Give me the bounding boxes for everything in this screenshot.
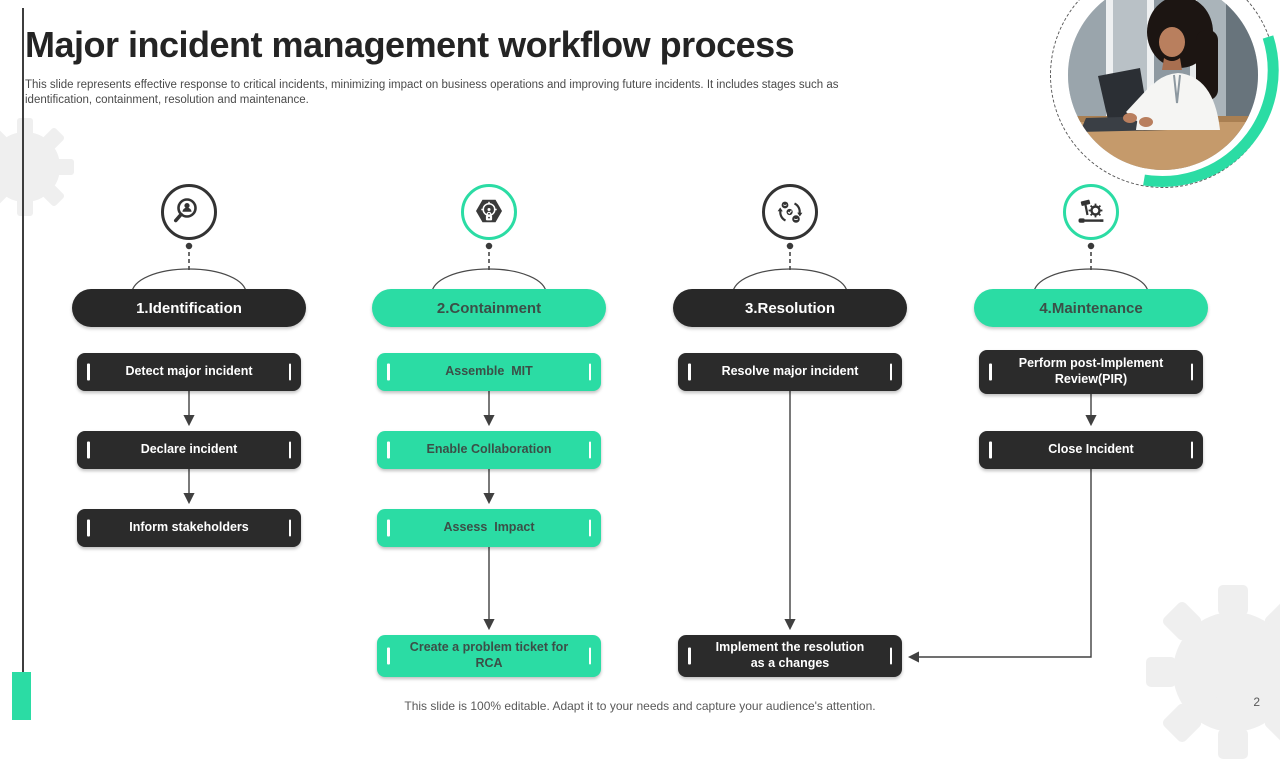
step-inform-stakeholders: Inform stakeholders bbox=[77, 509, 301, 547]
step-close-incident: Close Incident bbox=[979, 431, 1203, 469]
gear-watermark-icon bbox=[0, 112, 80, 227]
hexagon-target-lock-icon bbox=[461, 184, 517, 240]
tools-gear-icon bbox=[1063, 184, 1119, 240]
step-declare-incident: Declare incident bbox=[77, 431, 301, 469]
workflow-column-resolution: 3.Resolution Resolve major incident Impl… bbox=[673, 184, 907, 684]
page-title: Major incident management workflow proce… bbox=[25, 24, 795, 65]
step-enable-collaboration: Enable Collaboration bbox=[377, 431, 601, 469]
step-assess-impact: Assess Impact bbox=[377, 509, 601, 547]
stage-header-resolution: 3.Resolution bbox=[673, 289, 907, 327]
cycle-arrows-people-icon bbox=[762, 184, 818, 240]
workflow-column-identification: 1.Identification Detect major incident D… bbox=[72, 184, 306, 684]
step-perform-pir: Perform post-Implement Review(PIR) bbox=[979, 350, 1203, 394]
bottom-left-accent-bar bbox=[12, 672, 31, 720]
magnifier-person-icon bbox=[161, 184, 217, 240]
left-accent-line bbox=[22, 8, 24, 672]
footer-note: This slide is 100% editable. Adapt it to… bbox=[404, 699, 876, 713]
stage-header-containment: 2.Containment bbox=[372, 289, 606, 327]
step-create-problem-ticket: Create a problem ticket for RCA bbox=[377, 635, 601, 677]
step-detect-major-incident: Detect major incident bbox=[77, 353, 301, 391]
workflow-column-maintenance: 4.Maintenance Perform post-Implement Rev… bbox=[974, 184, 1208, 684]
page-number: 2 bbox=[1253, 695, 1260, 709]
slide-description: This slide represents effective response… bbox=[25, 79, 839, 106]
step-resolve-major-incident: Resolve major incident bbox=[678, 353, 902, 391]
workflow-column-containment: 2.Containment Assemble MIT Enable Collab… bbox=[372, 184, 606, 684]
step-assemble-mit: Assemble MIT bbox=[377, 353, 601, 391]
step-implement-resolution: Implement the resolution as a changes bbox=[678, 635, 902, 677]
stage-header-maintenance: 4.Maintenance bbox=[974, 289, 1208, 327]
stage-header-identification: 1.Identification bbox=[72, 289, 306, 327]
